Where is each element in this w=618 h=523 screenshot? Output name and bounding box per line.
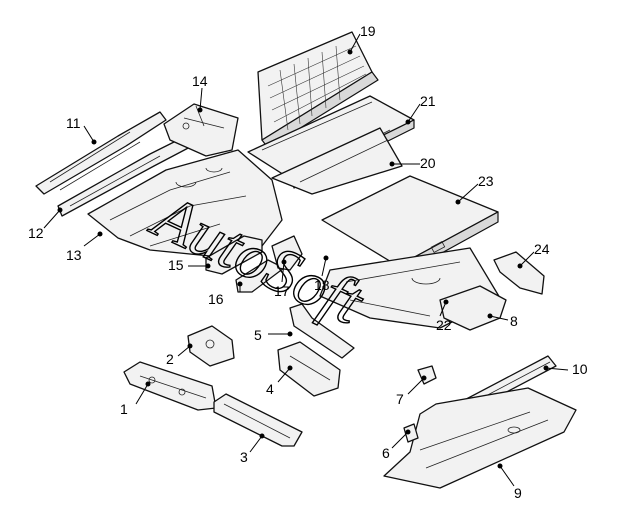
callout-10: 10: [572, 361, 588, 377]
part-15-cross-member: [205, 235, 263, 275]
callout-21: 21: [420, 93, 436, 109]
callout-18: 18: [314, 277, 330, 293]
callout-24: 24: [534, 241, 550, 257]
part-2-small-bracket: [187, 325, 235, 367]
callout-20: 20: [420, 155, 436, 171]
callout-4: 4: [266, 381, 274, 397]
callout-16: 16: [208, 291, 224, 307]
callout-23: 23: [478, 173, 494, 189]
part-3-beam: [213, 393, 303, 447]
callout-3: 3: [240, 449, 248, 465]
part-6-peg: [403, 423, 419, 443]
part-13-front-floor-pan: [87, 149, 283, 257]
part-1-crossmember: [123, 361, 217, 411]
callout-12: 12: [28, 225, 44, 241]
part-14-bracket: [163, 103, 239, 157]
callout-1: 1: [120, 401, 128, 417]
callout-6: 6: [382, 445, 390, 461]
part-17-bracket: [271, 235, 303, 271]
callout-8: 8: [510, 313, 518, 329]
part-5-seat-pan: [289, 303, 355, 359]
callout-17: 17: [274, 283, 290, 299]
callout-2: 2: [166, 351, 174, 367]
callout-7: 7: [396, 391, 404, 407]
callout-15: 15: [168, 257, 184, 273]
callout-13: 13: [66, 247, 82, 263]
part-20-shelf-panel: [271, 127, 403, 195]
callout-14: 14: [192, 73, 208, 89]
callout-labels: 1 2 3 4 5 6 7 8 9 10 11 12 13 14 15 16 1…: [28, 23, 588, 501]
part-4-tray: [277, 341, 341, 397]
callout-19: 19: [360, 23, 376, 39]
part-16-cross-member: [235, 259, 285, 293]
part-11-sill-rail: [35, 111, 167, 195]
callout-5: 5: [254, 327, 262, 343]
part-24-side-bracket: [493, 251, 545, 295]
callout-9: 9: [514, 485, 522, 501]
callout-22: 22: [436, 317, 452, 333]
callout-11: 11: [66, 115, 81, 131]
leader-lines: [43, 33, 569, 487]
part-19-seat-back-frame: [257, 31, 379, 149]
